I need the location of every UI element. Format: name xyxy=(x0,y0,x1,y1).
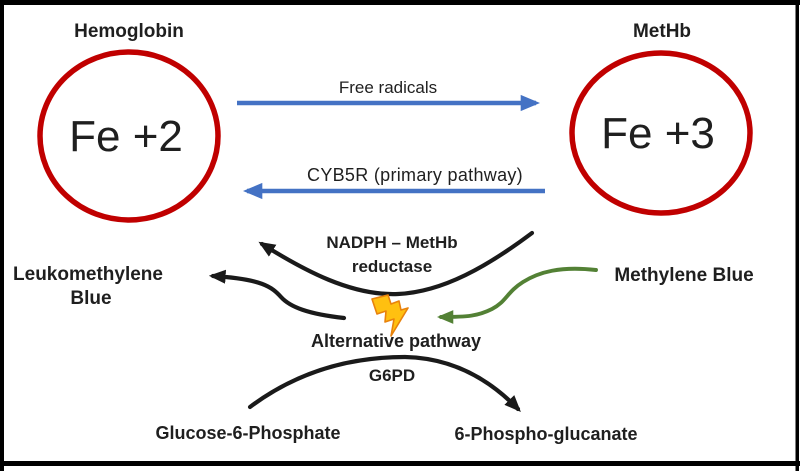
leukomethylene-label-line2: Blue xyxy=(70,288,111,309)
leukomethylene-label-line1: Leukomethylene xyxy=(13,264,163,285)
frame-bottom-border xyxy=(0,461,800,466)
methylene-blue-label: Methylene Blue xyxy=(614,265,753,286)
frame-right-border xyxy=(795,0,799,471)
g6pd-label: G6PD xyxy=(369,366,415,385)
nadph-label-line2: reductase xyxy=(352,257,432,276)
methylene-blue-arrow xyxy=(436,266,598,324)
glucose-6-phosphate-label: Glucose-6-Phosphate xyxy=(155,423,340,443)
frame-top-border xyxy=(0,0,800,5)
lightning-bolt-icon xyxy=(371,294,409,337)
nadph-reductase-arrow xyxy=(258,230,535,297)
methb-title: MetHb xyxy=(633,21,691,42)
hemoglobin-fe-label: Fe +2 xyxy=(69,112,183,161)
methb-circle xyxy=(569,50,753,216)
g6pd-arrow xyxy=(247,354,521,413)
leukomethylene-arrow xyxy=(208,269,347,321)
nadph-label-line1: NADPH – MetHb xyxy=(326,233,457,252)
6-phospho-glucanate-label: 6-Phospho-glucanate xyxy=(454,424,637,444)
hemoglobin-title: Hemoglobin xyxy=(74,21,184,42)
free-radicals-label: Free radicals xyxy=(339,78,437,97)
alternative-pathway-label: Alternative pathway xyxy=(311,331,481,351)
frame-left-border xyxy=(0,0,4,471)
hemoglobin-circle xyxy=(37,49,221,223)
methb-fe-label: Fe +3 xyxy=(601,109,715,158)
cyb5r-label: CYB5R (primary pathway) xyxy=(307,165,523,185)
